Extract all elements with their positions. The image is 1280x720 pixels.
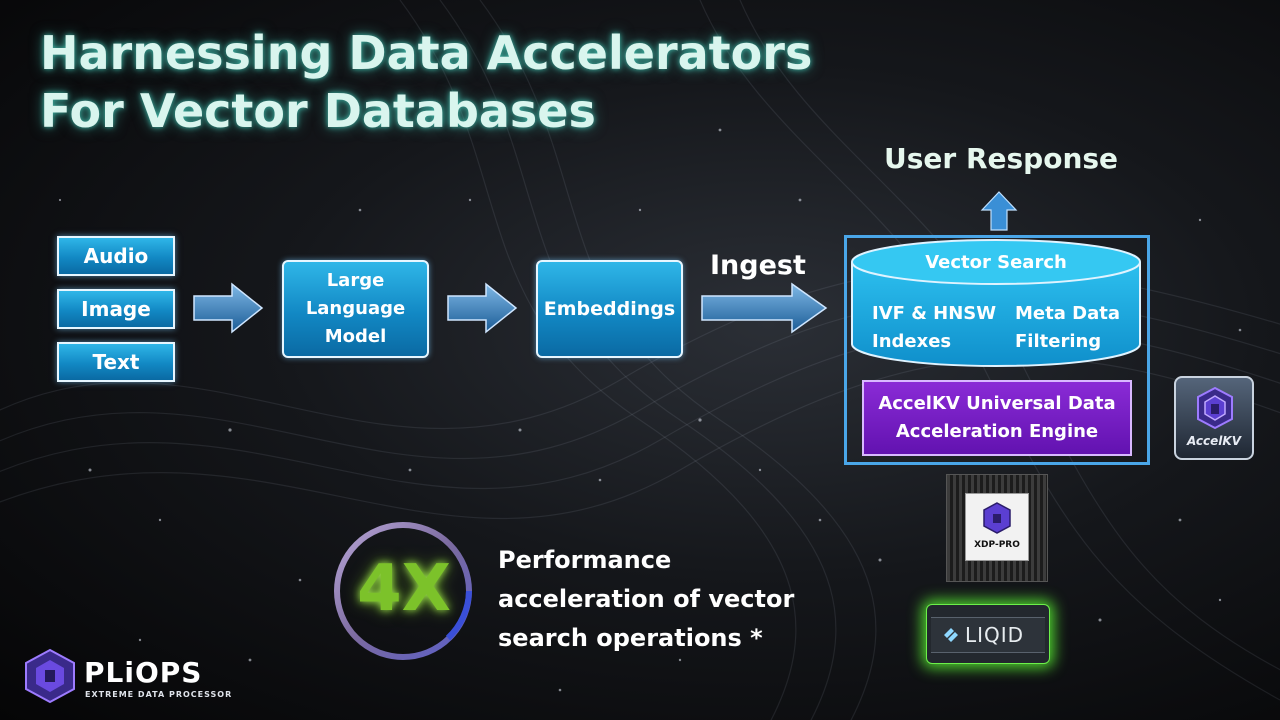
xdp-pro-chip: XDP-PRO — [946, 474, 1048, 582]
title-line-1: Harnessing Data Accelerators — [40, 26, 813, 80]
pliops-name: PLiOPS — [84, 656, 203, 689]
accelkv-cube-icon — [1197, 386, 1233, 430]
stat-ring-icon — [334, 522, 472, 660]
input-text-label: Text — [92, 350, 140, 374]
llm-line-1: Large — [326, 270, 385, 291]
liqid-logo-icon — [944, 628, 958, 642]
vector-search-title: Vector Search — [925, 252, 1067, 273]
indexes-text: IVF & HNSW Indexes — [872, 300, 996, 356]
input-image-label: Image — [81, 297, 151, 321]
accelkv-logo: AccelKV — [1174, 376, 1254, 460]
llm-line-2: Language — [305, 298, 406, 319]
embeddings-label: Embeddings — [543, 298, 676, 320]
input-audio-box: Audio — [57, 236, 175, 276]
xdp-pro-die: XDP-PRO — [965, 493, 1029, 561]
arrow-up-icon — [980, 191, 1018, 231]
input-text-box: Text — [57, 342, 175, 382]
stat-value: 4X — [357, 552, 451, 626]
indexes-line-2: Indexes — [872, 331, 952, 352]
indexes-line-1: IVF & HNSW — [872, 303, 997, 324]
stat-line-3: search operations * — [498, 624, 763, 652]
arrow-ingest-icon — [701, 282, 828, 334]
llm-line-3: Model — [324, 326, 387, 347]
vector-db-frame — [844, 235, 1150, 465]
stat-line-2: acceleration of vector — [498, 585, 795, 613]
liqid-card: LIQID — [926, 604, 1050, 664]
vector-search-cylinder — [851, 239, 1141, 367]
title-line-2: For Vector Databases — [40, 84, 596, 138]
input-audio-label: Audio — [83, 244, 149, 268]
stat-line-1: Performance — [498, 546, 672, 574]
accelkv-engine-box: AccelKV Universal Data Acceleration Engi… — [862, 380, 1132, 456]
engine-line-1: AccelKV Universal Data — [878, 393, 1116, 414]
slide-title: Harnessing Data Accelerators For Vector … — [40, 24, 812, 140]
accelkv-logo-text: AccelKV — [1187, 434, 1241, 448]
filtering-line-2: Filtering — [1015, 331, 1102, 352]
llm-box: Large Language Model — [282, 260, 429, 358]
xdp-pro-label: XDP-PRO — [974, 540, 1020, 550]
stat-description: Performance acceleration of vector searc… — [498, 541, 794, 658]
liqid-label: LIQID — [965, 623, 1025, 647]
engine-line-2: Acceleration Engine — [895, 421, 1099, 442]
arrow-llm-to-embeddings-icon — [447, 282, 518, 334]
user-response-label: User Response — [884, 142, 1119, 175]
filtering-line-1: Meta Data — [1015, 303, 1120, 324]
ingest-label: Ingest — [710, 250, 806, 281]
embeddings-box: Embeddings — [536, 260, 683, 358]
arrow-inputs-to-llm-icon — [193, 282, 264, 334]
input-image-box: Image — [57, 289, 175, 329]
pliops-chip-icon — [983, 502, 1011, 534]
pliops-logo-icon — [25, 648, 75, 704]
pliops-tagline: EXTREME DATA PROCESSOR — [85, 690, 233, 699]
filtering-text: Meta Data Filtering — [1015, 300, 1120, 356]
